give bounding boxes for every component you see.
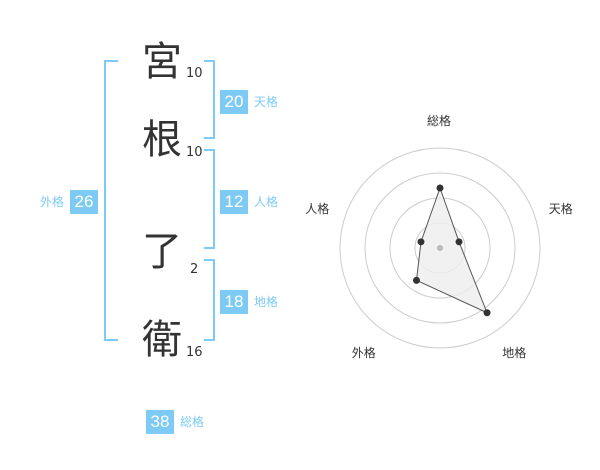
jinkaku-label: 人格 (254, 195, 279, 209)
chikaku-group: 18 地格 (220, 290, 278, 314)
stroke-count-3: 2 (190, 262, 199, 277)
soukaku-group: 38 総格 (146, 410, 204, 434)
radar-axis-label-2: 天格 (548, 202, 573, 217)
radar-point-1 (436, 184, 444, 192)
name-char-4: 衛 (142, 317, 182, 363)
radar-point-3 (483, 309, 491, 317)
jinkaku-value: 12 (220, 190, 248, 214)
jinkaku-group: 12 人格 (220, 190, 278, 214)
chikaku-label: 地格 (254, 295, 279, 309)
tenkaku-label: 天格 (254, 95, 279, 109)
gaikaku-value: 26 (70, 190, 99, 214)
tenkaku-bracket (204, 60, 215, 139)
stroke-count-1: 10 (186, 66, 203, 81)
radar-point-4 (412, 276, 420, 284)
chikaku-value: 18 (220, 290, 248, 314)
radar-grid-ring (339, 147, 541, 349)
radar-center-dot (437, 245, 443, 251)
radar-axis-label-5: 人格 (305, 202, 330, 217)
radar-axis-label-3: 地格 (502, 345, 527, 360)
stroke-count-2: 10 (186, 145, 203, 160)
name-char-2: 根 (142, 117, 182, 163)
chikaku-bracket (204, 259, 215, 341)
radar-point-5 (417, 238, 425, 246)
radar-point-2 (455, 238, 463, 246)
name-char-1: 宮 (142, 39, 182, 85)
jinkaku-bracket (204, 149, 215, 249)
radar-score-area (415, 186, 488, 314)
gaikaku-bracket (104, 60, 118, 341)
soukaku-label: 総格 (180, 415, 205, 429)
radar-axis-label-4: 外格 (351, 345, 376, 360)
tenkaku-value: 20 (220, 90, 248, 114)
stroke-count-4: 16 (186, 345, 203, 360)
name-char-3: 了 (142, 229, 182, 275)
radar-axis-label-1: 総格 (427, 114, 452, 128)
radar-grid-ring (364, 172, 516, 324)
tenkaku-group: 20 天格 (220, 90, 278, 114)
soukaku-value: 38 (146, 410, 174, 434)
gaikaku-group: 外格 26 (40, 190, 99, 214)
gaikaku-label: 外格 (40, 195, 65, 209)
